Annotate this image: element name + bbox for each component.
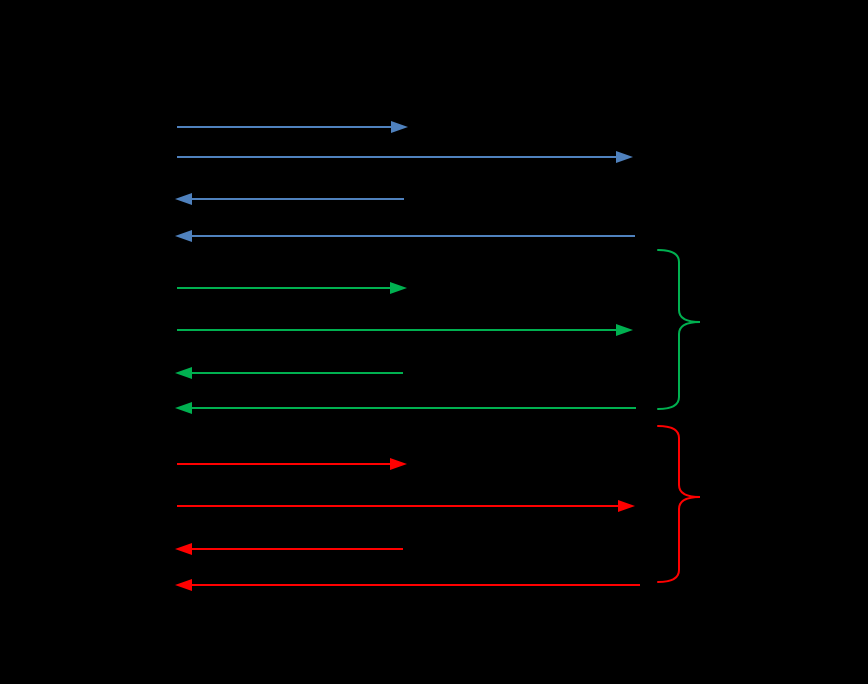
- blue-arrow-left-long-arrowhead-icon: [175, 230, 192, 242]
- red-arrow-right-short-arrowhead-icon: [390, 458, 407, 470]
- red-arrow-left-long: [175, 579, 640, 591]
- red-arrow-left-short-arrowhead-icon: [175, 543, 192, 555]
- red-arrow-left-long-arrowhead-icon: [175, 579, 192, 591]
- blue-arrow-left-short-arrowhead-icon: [175, 193, 192, 205]
- red-arrow-right-long: [177, 500, 635, 512]
- blue-arrow-left-long: [175, 230, 635, 242]
- green-arrow-right-short-arrowhead-icon: [390, 282, 407, 294]
- green-arrow-left-long-arrowhead-icon: [175, 402, 192, 414]
- blue-arrow-right-short: [177, 121, 408, 133]
- blue-arrow-left-short: [175, 193, 404, 205]
- red-arrow-left-short: [175, 543, 403, 555]
- green-arrow-left-short: [175, 367, 403, 379]
- red-arrow-right-short: [177, 458, 407, 470]
- blue-arrow-right-long: [177, 151, 633, 163]
- green-arrow-right-long: [177, 324, 633, 336]
- green-arrow-left-short-arrowhead-icon: [175, 367, 192, 379]
- red-group-brace: [657, 425, 701, 583]
- blue-arrow-right-short-arrowhead-icon: [391, 121, 408, 133]
- green-arrow-right-short: [177, 282, 407, 294]
- blue-arrow-right-long-arrowhead-icon: [616, 151, 633, 163]
- red-arrow-right-long-arrowhead-icon: [618, 500, 635, 512]
- green-group-brace: [657, 249, 701, 410]
- green-arrow-left-long: [175, 402, 636, 414]
- green-arrow-right-long-arrowhead-icon: [616, 324, 633, 336]
